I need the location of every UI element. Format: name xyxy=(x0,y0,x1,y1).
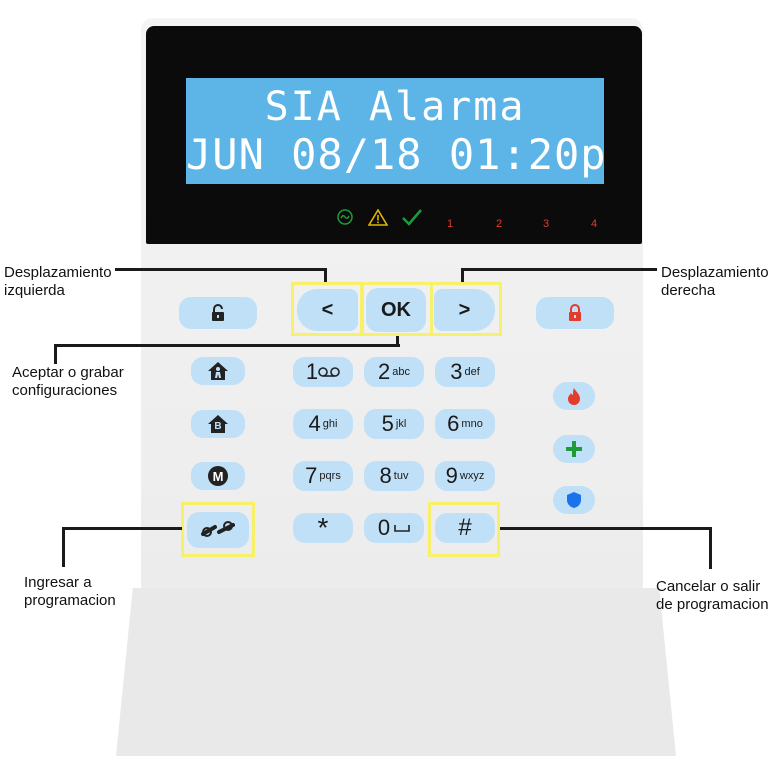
callout-scroll-right: Desplazamiento derecha xyxy=(661,264,769,300)
callout-line-program-drop xyxy=(62,527,65,567)
key-8-digit: 8 xyxy=(379,463,392,488)
arm-button[interactable] xyxy=(536,297,614,329)
callout-line-accept xyxy=(54,344,400,347)
callout-scroll-left-line1: Desplazamiento xyxy=(4,264,112,281)
voice-icon xyxy=(318,367,340,377)
callout-line-accept-drop xyxy=(54,344,57,364)
callout-scroll-left: Desplazamiento izquierda xyxy=(4,264,112,300)
zone-led-2: 2 xyxy=(496,218,503,230)
key-1-digit: 1 xyxy=(305,359,319,384)
wrench-icon xyxy=(201,521,235,537)
key-3-digit: 3 xyxy=(450,359,463,384)
highlight-ok xyxy=(361,282,433,336)
callout-cancel-line1: Cancelar o salir xyxy=(656,578,761,595)
police-shield-icon xyxy=(567,492,581,508)
space-icon xyxy=(394,525,410,532)
check-icon xyxy=(402,209,422,226)
police-panic-button[interactable] xyxy=(553,486,595,514)
callout-cancel-line2: de programacion xyxy=(656,596,769,613)
stay-letter: B xyxy=(214,421,222,432)
key-9-digit: 9 xyxy=(445,463,458,488)
mode-m-icon: M xyxy=(208,466,228,486)
key-9-letters: wxyz xyxy=(459,470,485,482)
callout-scroll-left-line2: izquierda xyxy=(4,282,65,299)
program-button[interactable] xyxy=(187,512,249,548)
key-5-digit: 5 xyxy=(381,411,394,436)
callout-accept-line1: Aceptar o grabar xyxy=(12,364,124,381)
highlight-scroll-left xyxy=(291,282,363,336)
lcd-screen: SIA Alarma JUN 08/18 01:20p xyxy=(186,78,607,184)
highlight-cancel xyxy=(428,502,500,557)
stay-arm-button[interactable]: B xyxy=(191,410,245,438)
key-4-digit: 4 xyxy=(308,411,321,436)
callout-scroll-right-line2: derecha xyxy=(661,282,716,299)
mode-button[interactable]: M xyxy=(191,462,245,490)
key-0-digit: 0 xyxy=(377,515,391,540)
ok-button[interactable]: OK xyxy=(366,288,426,332)
key-0[interactable]: 0 xyxy=(364,513,424,543)
callout-line-cancel xyxy=(500,527,712,530)
key-1[interactable]: 1 xyxy=(293,357,353,387)
key-5-letters: jkl xyxy=(395,418,407,430)
home-stay-icon xyxy=(208,415,228,433)
callout-cancel: Cancelar o salir de programacion xyxy=(656,578,769,614)
callout-accept-line2: configuraciones xyxy=(12,382,118,399)
keypad-stand xyxy=(116,588,676,756)
lock-icon xyxy=(569,304,581,321)
lcd-line-1: SIA Alarma xyxy=(264,84,526,130)
scroll-left-button[interactable]: < xyxy=(297,289,358,331)
warning-icon xyxy=(368,209,388,226)
key-4-letters: ghi xyxy=(322,418,338,430)
away-arm-button[interactable] xyxy=(191,357,245,385)
callout-enter-program-line1: Ingresar a xyxy=(24,574,92,591)
callout-accept: Aceptar o grabar configuraciones xyxy=(12,364,124,400)
callout-line-scroll-right-drop xyxy=(461,268,464,282)
callout-line-scroll-right xyxy=(461,268,657,271)
callout-scroll-right-line1: Desplazamiento xyxy=(661,264,769,281)
key-star[interactable]: * xyxy=(293,512,353,543)
key-8-letters: tuv xyxy=(393,470,409,482)
fire-icon xyxy=(568,388,580,405)
callout-line-accept-rise xyxy=(396,336,399,346)
key-2-letters: abc xyxy=(392,366,410,378)
home-away-icon xyxy=(208,362,228,380)
zone-led-3: 3 xyxy=(543,218,550,230)
key-hash[interactable]: # xyxy=(435,513,495,543)
highlight-program xyxy=(181,502,255,557)
callout-line-scroll-left-drop xyxy=(324,268,327,282)
unlock-icon xyxy=(212,304,224,321)
key-3-letters: def xyxy=(464,366,480,378)
key-2-digit: 2 xyxy=(378,359,391,384)
zone-led-4: 4 xyxy=(591,218,598,230)
key-7-digit: 7 xyxy=(305,463,318,488)
key-6-digit: 6 xyxy=(447,411,460,436)
callout-line-scroll-left xyxy=(115,268,327,271)
medical-plus-icon xyxy=(566,441,582,457)
zone-led-1: 1 xyxy=(447,218,454,230)
disarm-button[interactable] xyxy=(179,297,257,329)
scroll-right-button[interactable]: > xyxy=(434,289,495,331)
lcd-line-2: JUN 08/18 01:20p xyxy=(186,130,607,179)
callout-enter-program-line2: programacion xyxy=(24,592,116,609)
callout-enter-program: Ingresar a programacion xyxy=(24,574,116,610)
callout-line-program xyxy=(62,527,182,530)
key-6-letters: mno xyxy=(461,418,483,430)
fire-panic-button[interactable] xyxy=(553,382,595,410)
highlight-scroll-right xyxy=(430,282,502,336)
key-7-letters: pqrs xyxy=(319,470,341,482)
ac-power-icon xyxy=(337,209,353,225)
medical-panic-button[interactable] xyxy=(553,435,595,463)
callout-line-cancel-drop xyxy=(709,527,712,569)
